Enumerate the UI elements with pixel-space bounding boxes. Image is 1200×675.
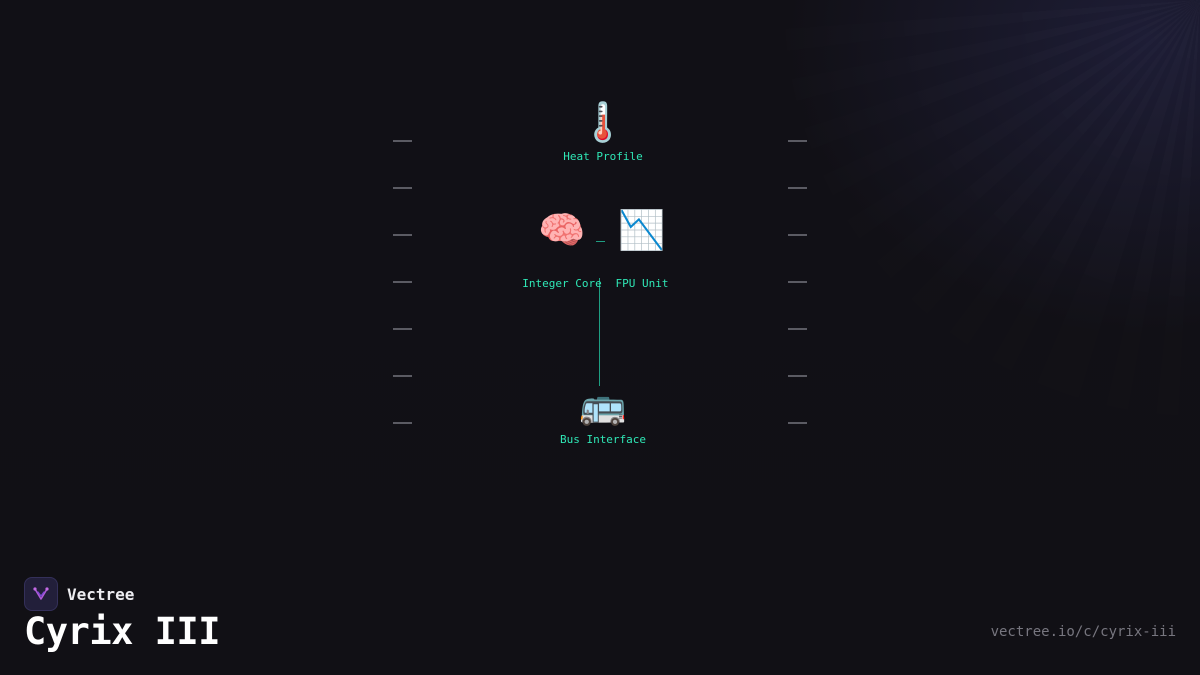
node-label-bus-interface: Bus Interface [559, 433, 647, 446]
node-label-fpu-unit: FPU Unit [615, 277, 669, 290]
brand[interactable]: Vectree [24, 577, 134, 611]
right-tick [788, 328, 807, 330]
vectree-logo-icon [24, 577, 58, 611]
bus-icon: 🚌 [579, 383, 627, 427]
left-tick [393, 281, 412, 283]
node-fpu-unit[interactable]: 📉 FPU Unit [607, 208, 677, 290]
node-integer-core[interactable]: 🧠 Integer Core [517, 208, 607, 290]
right-tick [788, 187, 807, 189]
node-heat-profile[interactable]: 🌡️ Heat Profile [548, 100, 658, 163]
node-label-integer-core: Integer Core [522, 277, 602, 290]
left-tick [393, 422, 412, 424]
brand-name: Vectree [67, 584, 135, 604]
right-tick [788, 375, 807, 377]
chart-decreasing-icon: 📉 [618, 208, 666, 252]
edge-integer-core-bus-interface [599, 278, 600, 386]
left-tick [393, 328, 412, 330]
node-label-heat-profile: Heat Profile [563, 150, 643, 163]
thermometer-icon: 🌡️ [579, 100, 627, 144]
background-rays [640, 0, 1200, 560]
edge-integer-core-fpu-unit [596, 241, 605, 242]
page-title: Cyrix III [24, 610, 220, 653]
node-bus-interface[interactable]: 🚌 Bus Interface [548, 383, 658, 446]
left-tick [393, 140, 412, 142]
right-tick [788, 234, 807, 236]
left-tick [393, 234, 412, 236]
brain-icon: 🧠 [538, 208, 586, 252]
page-url[interactable]: vectree.io/c/cyrix-iii [990, 624, 1176, 640]
right-tick [788, 281, 807, 283]
right-tick [788, 140, 807, 142]
right-tick [788, 422, 807, 424]
left-tick [393, 187, 412, 189]
left-tick [393, 375, 412, 377]
